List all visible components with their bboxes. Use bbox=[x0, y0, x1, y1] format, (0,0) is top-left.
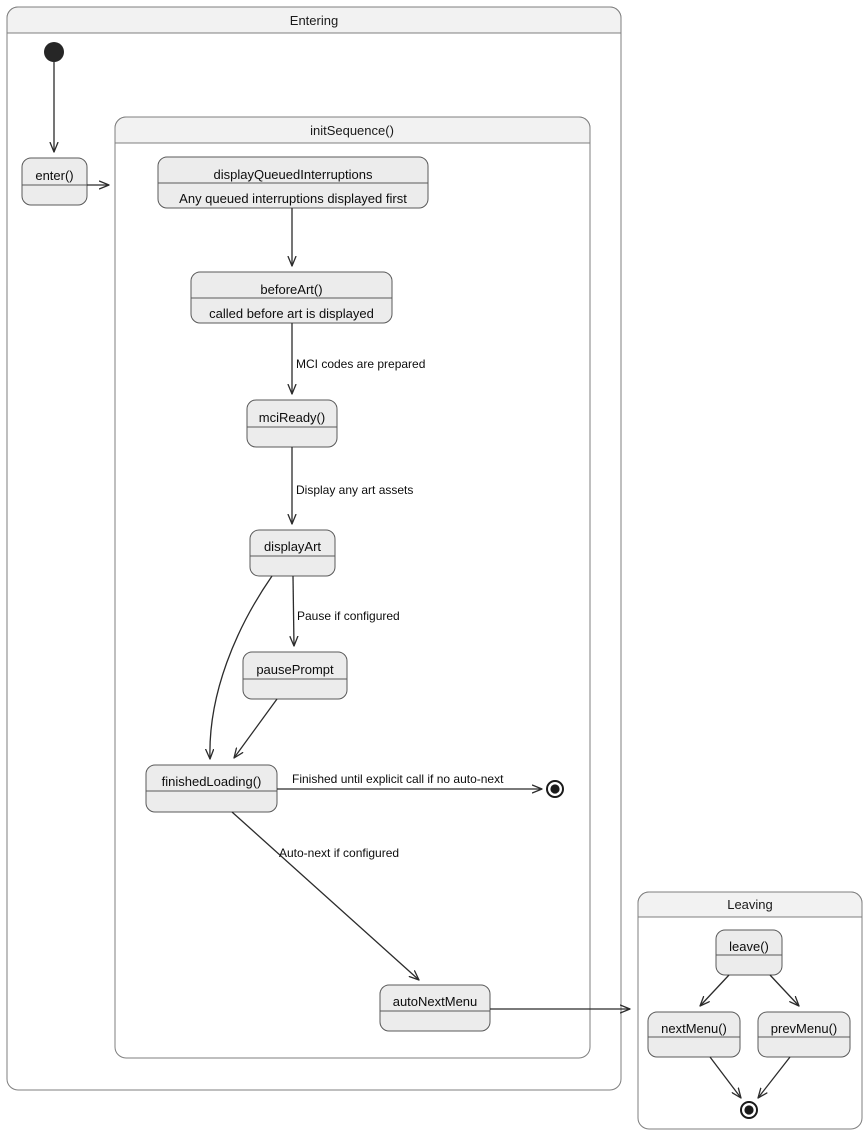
state-before-art-body: called before art is displayed bbox=[209, 306, 374, 321]
state-next-menu[interactable]: nextMenu() bbox=[647, 1011, 741, 1058]
state-auto-next-menu-title: autoNextMenu bbox=[393, 994, 478, 1009]
state-mci-ready[interactable]: mciReady() bbox=[246, 399, 338, 448]
leaving-frame bbox=[637, 891, 863, 1130]
transition-pause-prompt-to-finished-loading bbox=[234, 698, 278, 758]
state-next-menu-title: nextMenu() bbox=[661, 1021, 727, 1036]
state-pause-prompt[interactable]: pausePrompt bbox=[242, 651, 348, 700]
final-state-leaving-core bbox=[744, 1105, 754, 1115]
label-pause-if-configured: Pause if configured bbox=[297, 609, 400, 623]
init-sequence-title: initSequence() bbox=[310, 123, 394, 138]
state-display-art[interactable]: displayArt bbox=[249, 529, 336, 577]
state-leave-title: leave() bbox=[729, 939, 769, 954]
leaving-header-band bbox=[637, 891, 863, 918]
state-enter-box bbox=[21, 157, 88, 206]
composite-state-init-sequence[interactable]: initSequence() bbox=[114, 116, 591, 1059]
state-prev-menu-box bbox=[757, 1011, 851, 1058]
label-finished-until-explicit-call: Finished until explicit call if no auto-… bbox=[292, 772, 504, 786]
state-pause-prompt-box bbox=[242, 651, 348, 700]
transition-finished-loading-to-auto-next-menu bbox=[231, 811, 419, 980]
state-leave-box bbox=[715, 929, 783, 976]
init-sequence-frame bbox=[114, 116, 591, 1059]
transition-display-art-to-finished-loading bbox=[210, 575, 273, 759]
label-auto-next-if-configured: Auto-next if configured bbox=[279, 846, 399, 860]
transition-prev-menu-to-final bbox=[758, 1056, 791, 1098]
entering-header-band bbox=[6, 6, 622, 34]
state-prev-menu-title: prevMenu() bbox=[771, 1021, 837, 1036]
state-finished-loading-title: finishedLoading() bbox=[162, 774, 262, 789]
label-display-any-art-assets: Display any art assets bbox=[296, 483, 413, 497]
state-before-art-title: beforeArt() bbox=[260, 282, 322, 297]
final-state-entering bbox=[546, 780, 564, 798]
state-next-menu-box bbox=[647, 1011, 741, 1058]
state-finished-loading[interactable]: finishedLoading() bbox=[145, 764, 278, 813]
transition-next-menu-to-final bbox=[709, 1056, 741, 1098]
final-state-leaving bbox=[740, 1101, 758, 1119]
state-display-art-title: displayArt bbox=[264, 539, 321, 554]
state-display-queued-interruptions[interactable]: displayQueuedInterruptions Any queued in… bbox=[157, 156, 429, 209]
state-enter[interactable]: enter() bbox=[21, 157, 88, 206]
leaving-title: Leaving bbox=[727, 897, 773, 912]
state-dqi-body: Any queued interruptions displayed first bbox=[179, 191, 407, 206]
state-prev-menu[interactable]: prevMenu() bbox=[757, 1011, 851, 1058]
state-enter-title: enter() bbox=[35, 168, 73, 183]
state-mci-ready-title: mciReady() bbox=[259, 410, 325, 425]
state-pause-prompt-title: pausePrompt bbox=[256, 662, 334, 677]
entering-title: Entering bbox=[290, 13, 338, 28]
transition-leave-to-next-menu bbox=[700, 974, 730, 1006]
state-dqi-title: displayQueuedInterruptions bbox=[214, 167, 373, 182]
initial-state-dot bbox=[44, 42, 64, 62]
state-auto-next-menu-box bbox=[379, 984, 491, 1032]
transition-display-art-to-pause-prompt bbox=[293, 575, 294, 646]
state-before-art[interactable]: beforeArt() called before art is display… bbox=[190, 271, 393, 324]
transition-leave-to-prev-menu bbox=[769, 974, 799, 1006]
state-auto-next-menu[interactable]: autoNextMenu bbox=[379, 984, 491, 1032]
final-state-entering-core bbox=[550, 784, 560, 794]
label-mci-codes-prepared: MCI codes are prepared bbox=[296, 357, 425, 371]
init-sequence-header-band bbox=[114, 116, 591, 144]
state-display-art-box bbox=[249, 529, 336, 577]
state-leave[interactable]: leave() bbox=[715, 929, 783, 976]
composite-state-leaving[interactable]: Leaving bbox=[637, 891, 863, 1130]
